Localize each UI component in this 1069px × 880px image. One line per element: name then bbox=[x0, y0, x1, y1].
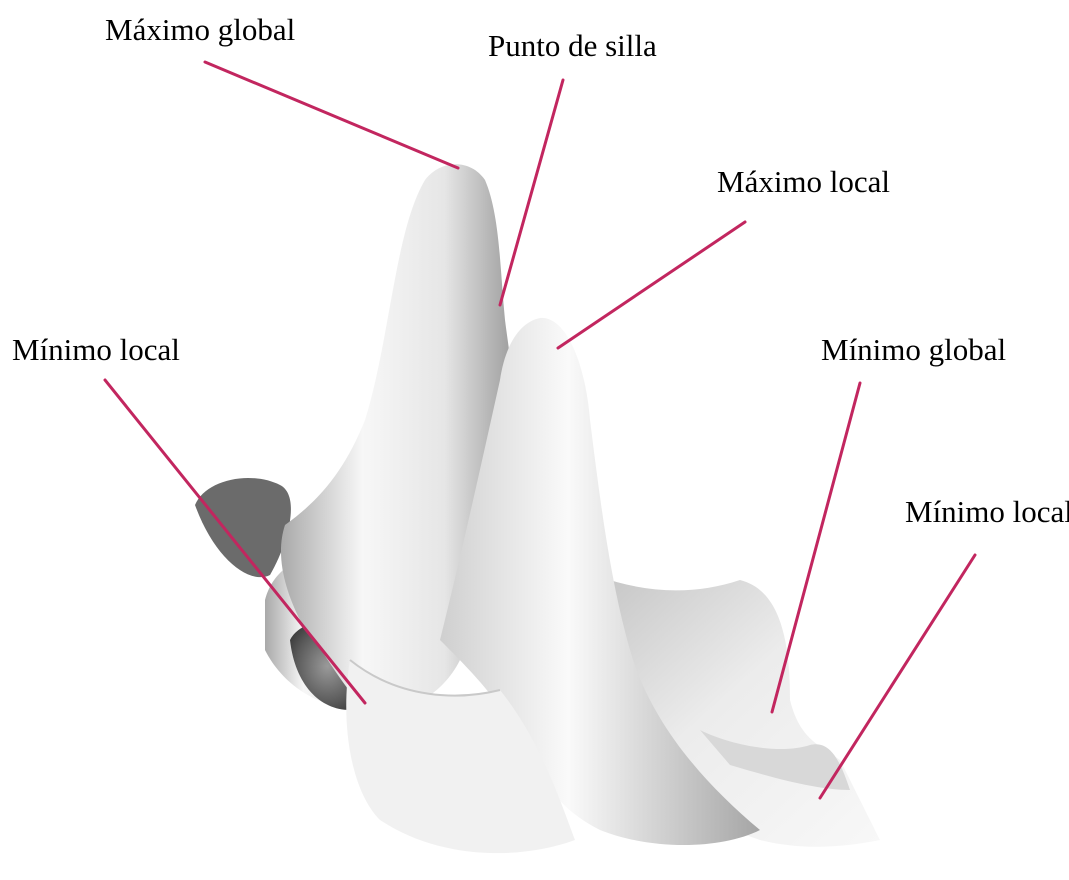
leader-max-global bbox=[205, 62, 458, 168]
leader-min-local-right bbox=[820, 555, 975, 798]
left-shadow-lobe bbox=[195, 478, 291, 577]
leader-saddle bbox=[500, 80, 563, 305]
leader-min-global bbox=[772, 383, 860, 712]
label-saddle-point: Punto de silla bbox=[488, 30, 657, 61]
label-max-global: Máximo global bbox=[105, 14, 295, 45]
label-min-local-right: Mínimo local bbox=[905, 496, 1069, 527]
label-min-global: Mínimo global bbox=[821, 334, 1006, 365]
leader-max-local bbox=[558, 222, 745, 348]
label-max-local: Máximo local bbox=[717, 166, 890, 197]
label-min-local-left: Mínimo local bbox=[12, 334, 180, 365]
